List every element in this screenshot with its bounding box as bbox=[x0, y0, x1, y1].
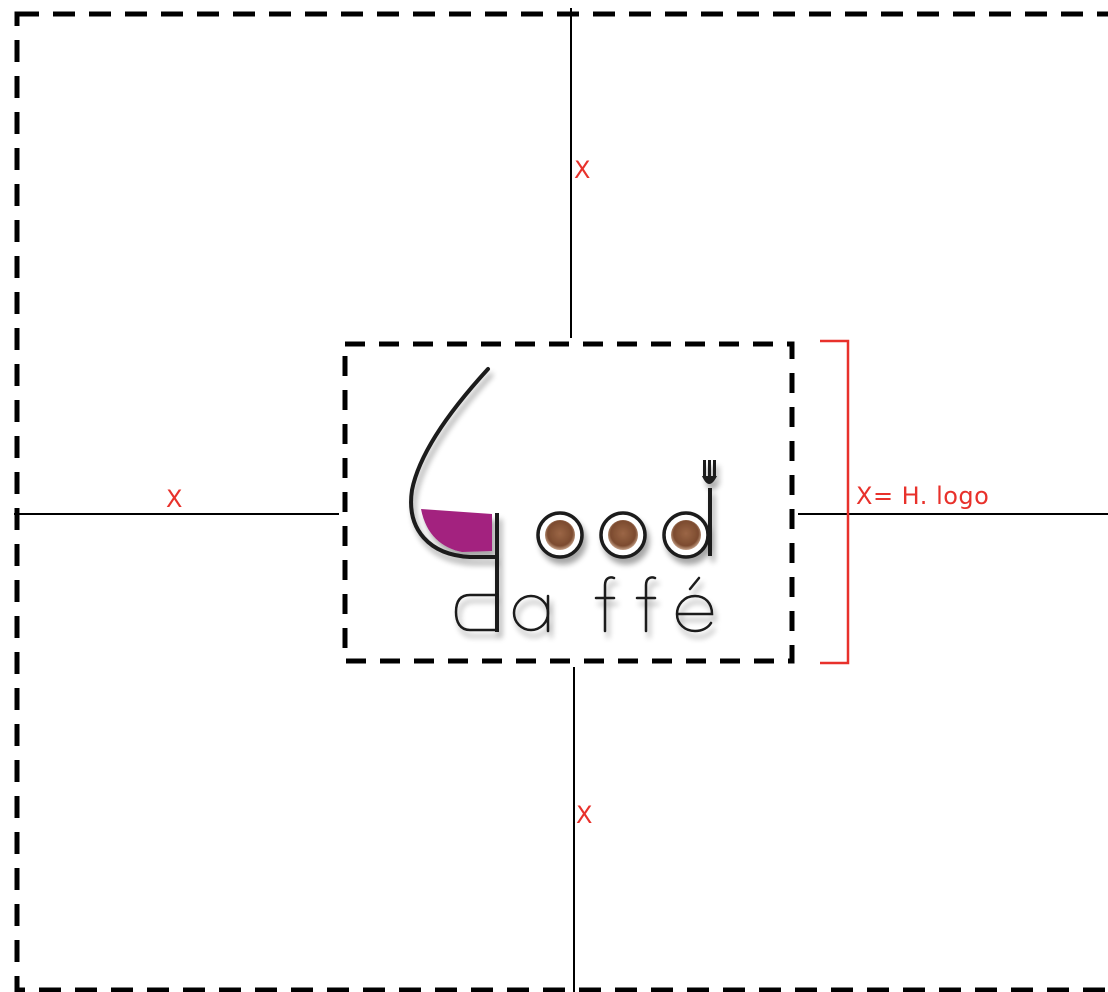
bottom-clearance-label: X bbox=[576, 801, 593, 829]
coffee-cup-icon bbox=[599, 511, 647, 559]
good-caffe-logo bbox=[409, 367, 717, 633]
logo-height-label: X= H. logo bbox=[856, 482, 990, 510]
caffe-wordmark bbox=[454, 576, 714, 633]
left-clearance-label: X bbox=[166, 485, 183, 513]
fork-icon bbox=[702, 460, 717, 556]
logo-height-bracket bbox=[820, 339, 850, 665]
wine-glass-icon bbox=[409, 367, 499, 632]
coffee-cup-icon bbox=[536, 511, 584, 559]
top-clearance-label: X bbox=[574, 156, 591, 184]
logo-boundary-frame bbox=[342, 341, 795, 664]
outer-clearspace-frame bbox=[14, 11, 1108, 992]
coffee-cup-icon bbox=[662, 511, 710, 559]
